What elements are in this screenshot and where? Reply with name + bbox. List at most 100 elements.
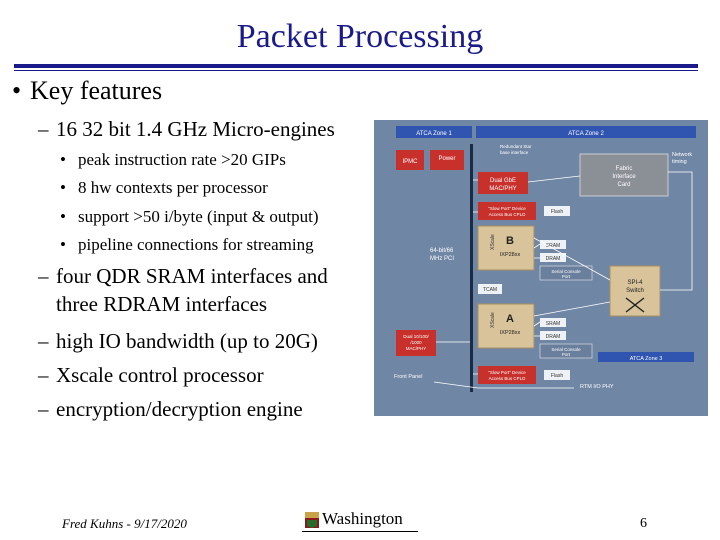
processor-b-letter: B bbox=[506, 235, 514, 247]
item-ibyte-text: support >50 i/byte (input & output) bbox=[78, 207, 319, 226]
slow-port-a-box bbox=[478, 366, 536, 384]
serial-a-label-1: Serial Console bbox=[551, 347, 581, 352]
dual-10-label-1: Dual 10/100/ bbox=[403, 334, 429, 339]
serial-b-label-1: Serial Console bbox=[551, 269, 581, 274]
bullet-dot-icon: • bbox=[60, 207, 66, 226]
processor-b-model: IXP28xx bbox=[500, 252, 521, 258]
subbullet-microengines: – 16 32 bit 1.4 GHz Micro-engines bbox=[38, 117, 335, 142]
spi4-label-1: SPI-4 bbox=[627, 280, 643, 286]
network-timing-label-1: Network bbox=[672, 152, 692, 158]
atca-zone2-bar bbox=[476, 126, 696, 138]
dual-10-100-box bbox=[396, 330, 436, 356]
atca-zone1-label: ATCA Zone 1 bbox=[416, 131, 452, 137]
slow-port-b-label-2: Access Bus CPLD bbox=[489, 212, 527, 217]
front-panel-label: Front Panel bbox=[394, 374, 422, 380]
redundant-star-label: Redundant Star bbox=[500, 144, 532, 149]
title-underline bbox=[14, 64, 698, 68]
sram-b-label: SRAM bbox=[546, 243, 560, 249]
slow-port-a-label-2: Access Bus CPLD bbox=[489, 376, 527, 381]
fabric-interface-card bbox=[579, 153, 669, 197]
flash-b-label: Flash bbox=[551, 209, 563, 215]
bullet-dot-icon: • bbox=[60, 235, 66, 254]
subbullet-qdr-cont: three RDRAM interfaces bbox=[56, 292, 267, 317]
dram-b-label: DRAM bbox=[546, 256, 561, 262]
item-peak-rate: • peak instruction rate >20 GIPs bbox=[60, 150, 286, 170]
dual-10-label-3: MAC/PHY bbox=[406, 346, 427, 351]
page-number: 6 bbox=[640, 516, 647, 531]
subbullet-xscale-text: Xscale control processor bbox=[56, 363, 264, 387]
footer-author: Fred Kuhns - 9/17/2020 bbox=[62, 516, 187, 531]
sram-a-label: SRAM bbox=[546, 321, 560, 327]
fabric-card-label-2: Interface bbox=[612, 174, 636, 180]
bullet-key-features-text: Key features bbox=[30, 76, 163, 105]
dash-icon: – bbox=[38, 117, 49, 141]
subbullet-qdr: – four QDR SRAM interfaces and bbox=[38, 264, 328, 289]
dram-a-label: DRAM bbox=[546, 334, 561, 340]
dual-gbe-box bbox=[478, 172, 528, 194]
item-hw-contexts-text: 8 hw contexts per processor bbox=[78, 178, 268, 197]
atca-zone1-bar bbox=[396, 126, 472, 138]
xscale-a-label: XScale bbox=[490, 312, 496, 328]
subbullet-io: – high IO bandwidth (up to 20G) bbox=[38, 329, 318, 354]
atca-zone3-bar bbox=[598, 352, 694, 362]
subbullet-qdr-text-2: three RDRAM interfaces bbox=[56, 292, 268, 316]
spi4-label-2: Switch bbox=[626, 288, 644, 294]
serial-b-box bbox=[539, 265, 593, 281]
sram-b-box bbox=[540, 240, 566, 249]
slow-port-b-box bbox=[478, 202, 536, 220]
serial-a-box bbox=[539, 343, 593, 359]
item-hw-contexts: • 8 hw contexts per processor bbox=[60, 178, 268, 198]
subbullet-encryption: – encryption/decryption engine bbox=[38, 397, 303, 422]
serial-b-label-2: Port bbox=[562, 274, 571, 279]
dash-icon: – bbox=[38, 363, 49, 387]
dash-icon: – bbox=[38, 329, 49, 353]
title-underline-thin bbox=[14, 70, 698, 71]
dram-a-box bbox=[540, 331, 566, 340]
rtm-label: RTM I/O PHY bbox=[580, 384, 614, 390]
subbullet-io-text: high IO bandwidth (up to 20G) bbox=[56, 329, 318, 353]
subbullet-encryption-text: encryption/decryption engine bbox=[56, 397, 303, 421]
dash-icon: – bbox=[38, 397, 49, 421]
subbullet-qdr-text-1: four QDR SRAM interfaces and bbox=[56, 264, 328, 288]
subbullet-xscale: – Xscale control processor bbox=[38, 363, 264, 388]
pci-label-2: MHz PCI bbox=[430, 256, 454, 262]
switch-cross-icon bbox=[625, 297, 645, 313]
slow-port-b-label-1: "Slow Port" Device bbox=[488, 206, 526, 211]
pci-bus bbox=[470, 144, 473, 392]
item-pipeline: • pipeline connections for streaming bbox=[60, 235, 314, 255]
xscale-b-label: XScale bbox=[490, 234, 496, 250]
university-shield-icon bbox=[305, 512, 319, 528]
ipmc-box bbox=[396, 150, 424, 170]
fabric-card-label-1: Fabric bbox=[616, 166, 633, 172]
washington-logo: Washington bbox=[302, 509, 418, 536]
tcam-box bbox=[478, 284, 502, 294]
slide-title: Packet Processing bbox=[236, 18, 484, 55]
logo-subline bbox=[302, 531, 418, 536]
network-timing-label-2: timing bbox=[672, 159, 687, 165]
atca-zone3-label: ATCA Zone 3 bbox=[630, 356, 663, 362]
bullet-dot-icon: • bbox=[12, 76, 22, 105]
flash-b-box bbox=[544, 206, 570, 216]
item-pipeline-text: pipeline connections for streaming bbox=[78, 235, 314, 254]
dual-gbe-label-1: Dual GbE bbox=[490, 178, 516, 184]
dual-10-label-2: /1000 bbox=[410, 340, 422, 345]
bullet-key-features: • Key features bbox=[12, 76, 163, 106]
flash-a-box bbox=[544, 370, 570, 380]
sram-a-box bbox=[540, 318, 566, 327]
processor-b-chip bbox=[477, 225, 535, 271]
ipmc-label: IPMC bbox=[403, 159, 419, 165]
pci-label-1: 64-bit/66 bbox=[430, 248, 454, 254]
flash-a-label: Flash bbox=[551, 373, 563, 379]
tcam-label: TCAM bbox=[483, 287, 497, 293]
processor-a-chip bbox=[477, 303, 535, 349]
atca-block-diagram: ATCA Zone 1 ATCA Zone 2 IPMC Power Redun… bbox=[374, 120, 708, 416]
slow-port-a-label-1: "Slow Port" Device bbox=[488, 370, 526, 375]
power-label: Power bbox=[438, 156, 455, 162]
subbullet-microengines-text: 16 32 bit 1.4 GHz Micro-engines bbox=[56, 117, 335, 141]
fabric-card-label-3: Card bbox=[617, 182, 630, 188]
power-box bbox=[430, 150, 464, 170]
item-ibyte: • support >50 i/byte (input & output) bbox=[60, 207, 319, 227]
connection-lines bbox=[433, 171, 693, 389]
spi4-switch-chip bbox=[609, 265, 661, 317]
bullet-dot-icon: • bbox=[60, 178, 66, 197]
